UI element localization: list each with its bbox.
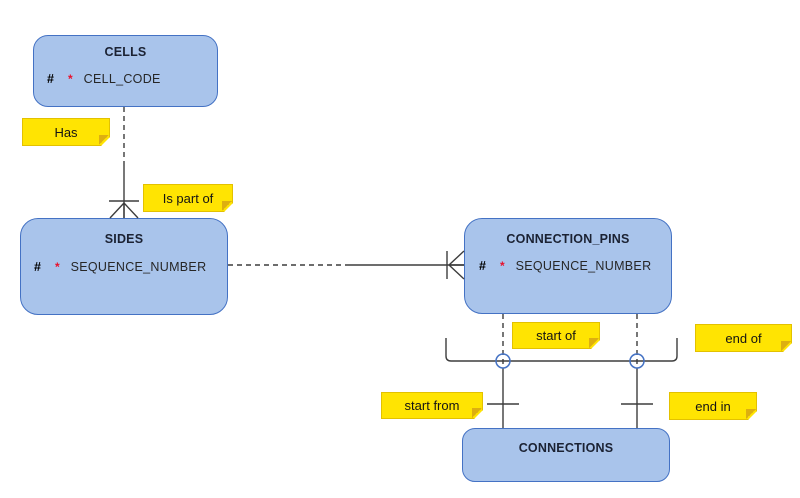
label-text: Has [54,124,78,140]
relationship-label-start-from[interactable]: start from [381,392,483,419]
entity-cells[interactable]: CELLS # * CELL_CODE [33,35,218,107]
relationship-label-has[interactable]: Has [22,118,110,146]
crow-foot [109,202,139,219]
entity-title: SIDES [104,232,144,246]
label-text: Is part of [162,190,214,206]
attribute-required-marker: * [54,260,60,274]
attribute-name: SEQUENCE_NUMBER [70,260,207,274]
attribute-required-marker: * [499,259,505,273]
relationship-sides-connection-pins[interactable] [228,250,465,280]
entity-title: CONNECTIONS [518,441,614,455]
entity-title: CONNECTION_PINS [506,232,630,246]
attribute-row: # * CELL_CODE [47,72,161,86]
attribute-name: SEQUENCE_NUMBER [515,259,652,273]
attribute-row: # * SEQUENCE_NUMBER [479,259,651,273]
relationship-label-end-of[interactable]: end of [695,324,792,352]
label-text: end in [695,398,731,414]
relationship-label-start-of[interactable]: start of [512,322,600,349]
attribute-row: # * SEQUENCE_NUMBER [34,260,206,274]
label-text: start from [404,398,460,413]
entity-sides[interactable]: SIDES # * SEQUENCE_NUMBER [20,218,228,315]
attribute-required-marker: * [67,72,73,86]
relationship-label-is-part-of[interactable]: Is part of [143,184,233,212]
entity-connections[interactable]: CONNECTIONS [462,428,670,482]
entity-title: CELLS [104,45,147,59]
arc-circle [629,353,645,369]
relationship-cells-sides[interactable] [109,107,139,219]
entity-connection-pins[interactable]: CONNECTION_PINS # * SEQUENCE_NUMBER [464,218,672,314]
crow-foot [448,250,465,280]
attribute-name: CELL_CODE [83,72,161,86]
attribute-hash-marker: # [47,72,54,86]
relationship-label-end-in[interactable]: end in [669,392,757,420]
label-text: start of [536,328,576,343]
relationship-end-of-end-in[interactable] [621,314,653,428]
attribute-hash-marker: # [479,259,486,273]
label-text: end of [725,330,762,346]
attribute-hash-marker: # [34,260,41,274]
arc-circle [495,353,511,369]
